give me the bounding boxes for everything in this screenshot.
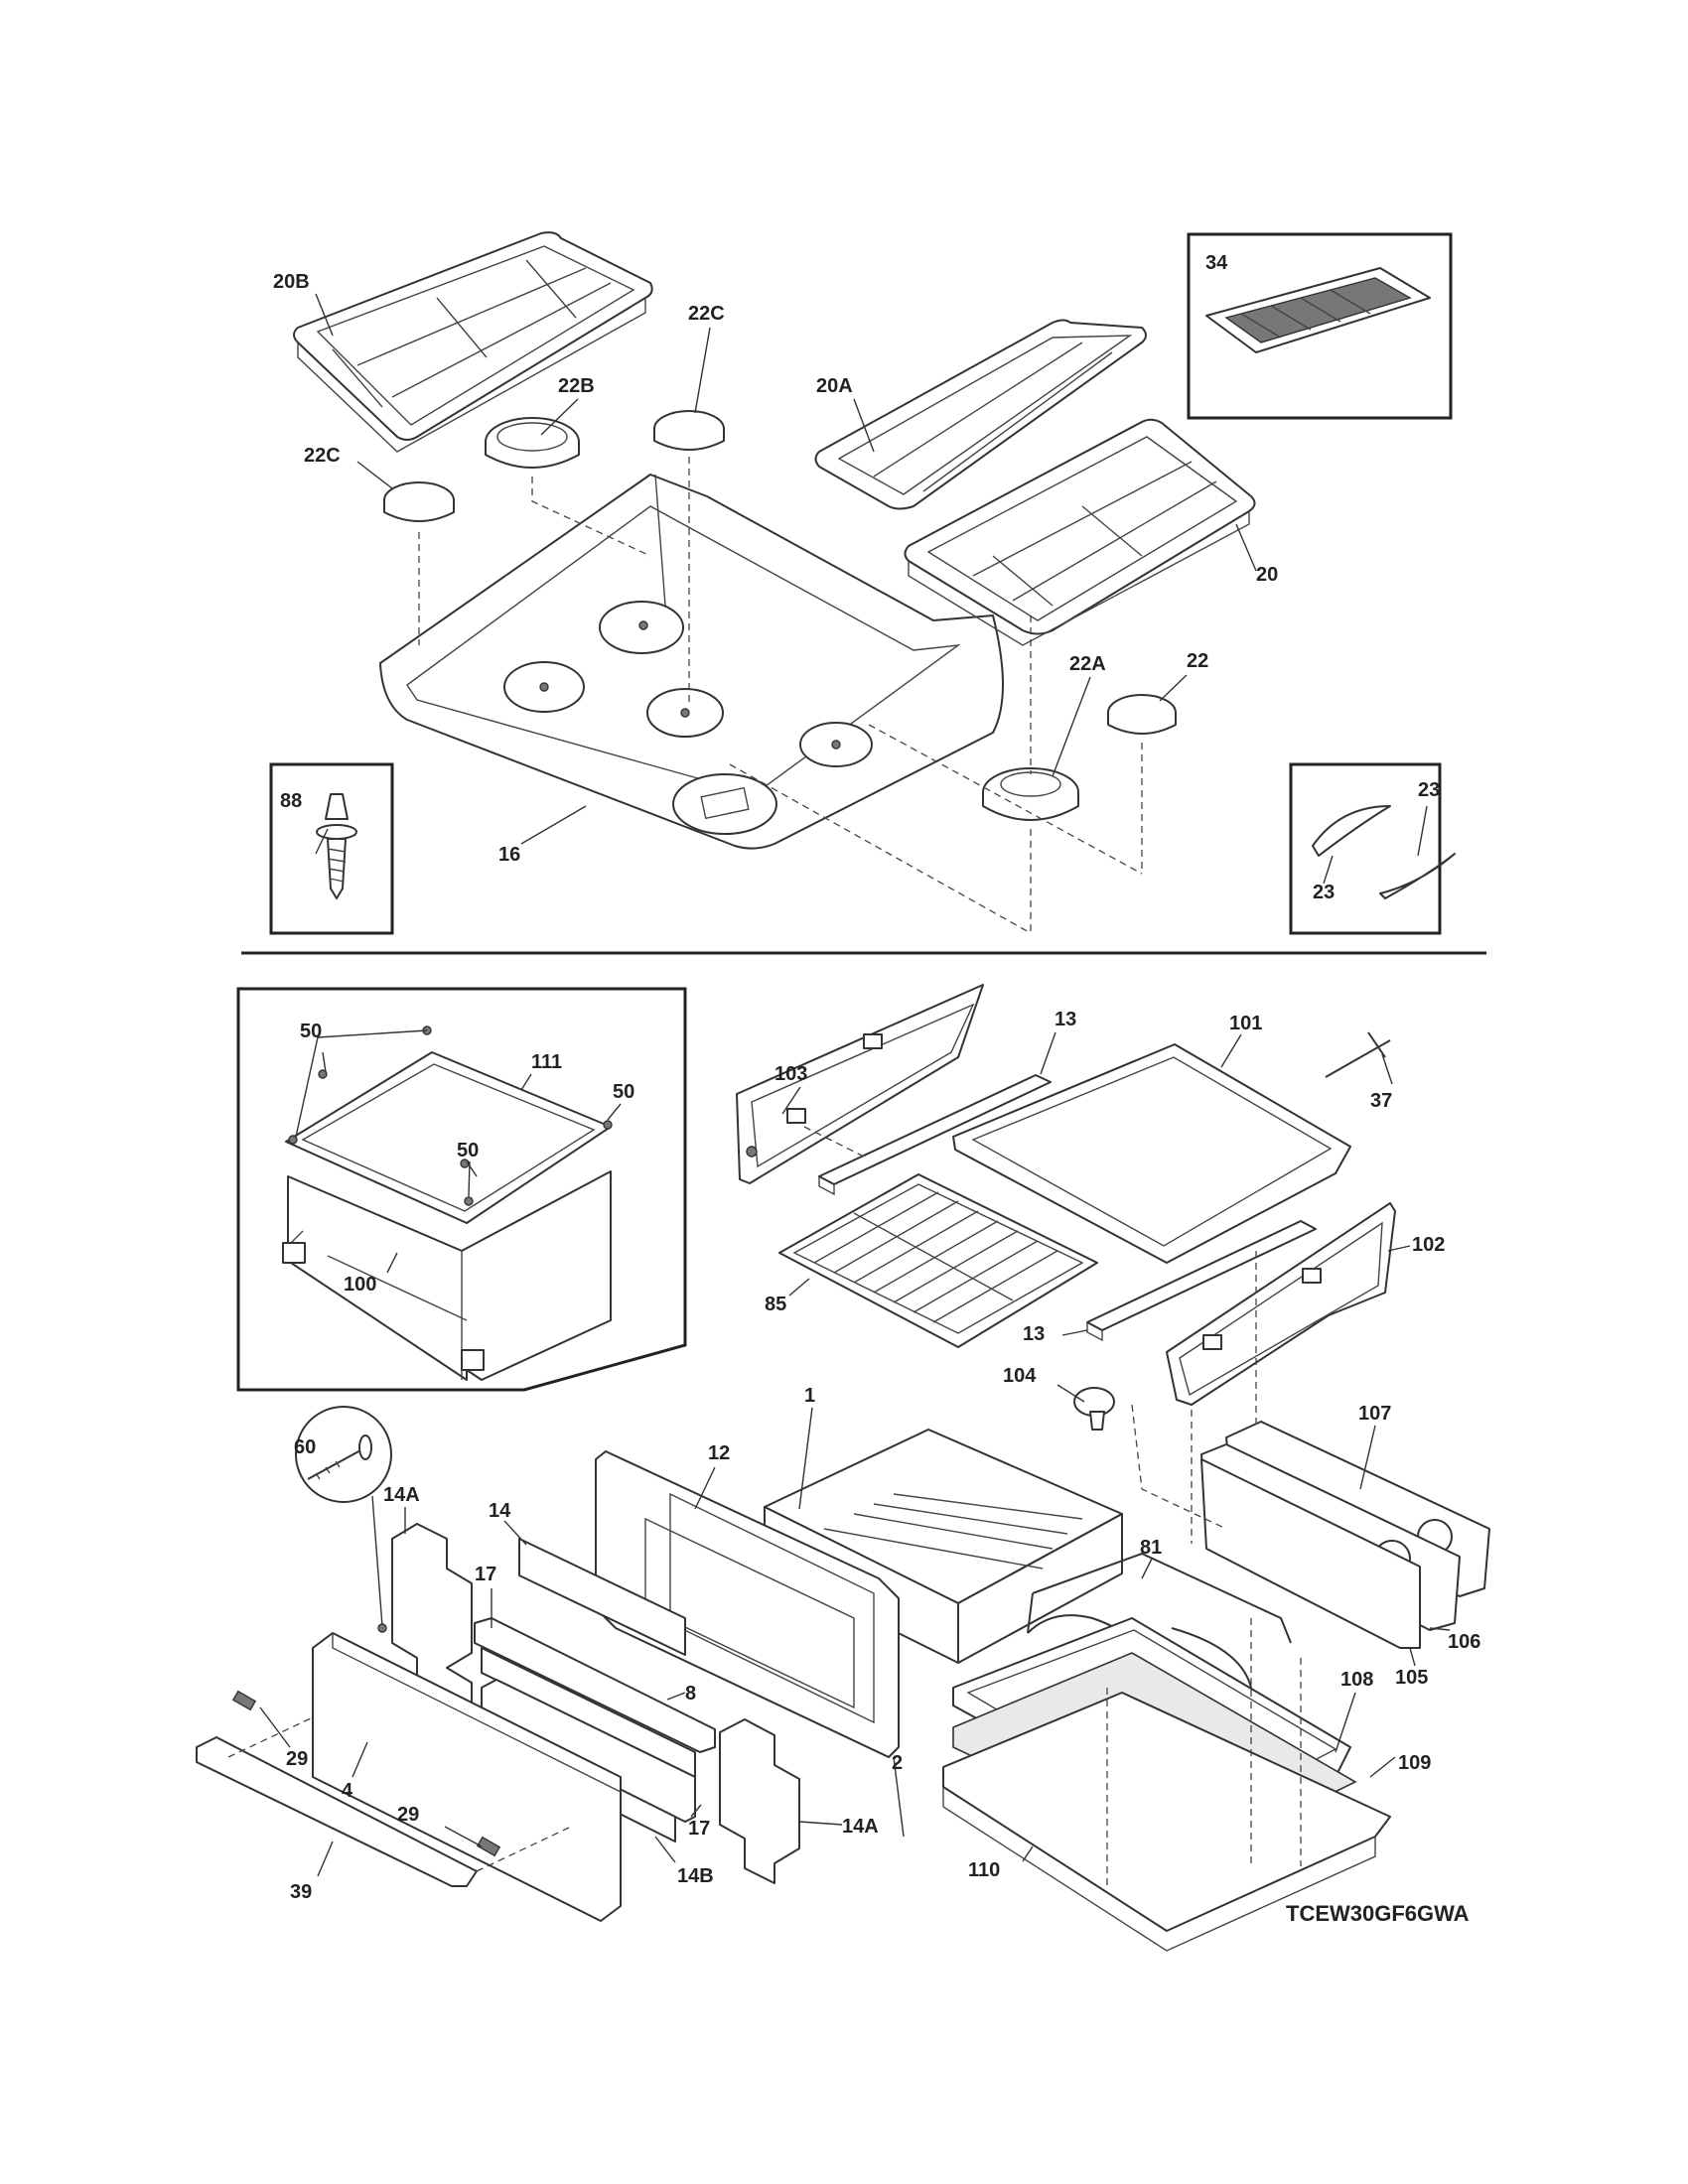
callout-101: 101: [1229, 1013, 1262, 1034]
part-37-sensor: [1325, 1031, 1391, 1078]
callout-37: 37: [1370, 1090, 1392, 1112]
callout-20A: 20A: [816, 375, 853, 397]
leader-lines-box: [295, 1029, 622, 1274]
callout-13-top: 13: [1055, 1009, 1076, 1030]
callout-12: 12: [708, 1442, 730, 1464]
inset-box-88: [269, 762, 394, 935]
part-34-griddle: [1205, 267, 1431, 353]
part-4-door-panel: [312, 1632, 622, 1922]
part-20-grate: [904, 418, 1256, 646]
callout-108: 108: [1340, 1669, 1373, 1691]
part-22-burner-cap: [1107, 694, 1177, 735]
part-20A-grate: [814, 319, 1147, 510]
callout-50-right: 50: [613, 1081, 634, 1103]
callout-100: 100: [344, 1274, 376, 1296]
part-110-bottom-cover: [942, 1692, 1391, 1952]
inset-box-34: [1187, 232, 1453, 420]
part-14A-insulation-top: [391, 1523, 473, 1713]
part-60-screw-detail: [295, 1406, 392, 1633]
callout-88: 88: [280, 790, 302, 812]
callout-14A-bottom: 14A: [842, 1816, 879, 1838]
callout-39: 39: [290, 1881, 312, 1903]
callout-22B: 22B: [558, 375, 595, 397]
callout-4: 4: [342, 1780, 353, 1802]
callout-109: 109: [1398, 1752, 1431, 1774]
callout-110: 110: [968, 1859, 1000, 1881]
callout-111: 111: [531, 1051, 562, 1073]
callout-22: 22: [1187, 650, 1208, 672]
leader-lines-bottom: [259, 1031, 1451, 1877]
callout-106: 106: [1448, 1631, 1480, 1653]
callout-22A: 22A: [1069, 653, 1106, 675]
callout-2: 2: [892, 1752, 903, 1774]
callout-17-bottom: 17: [688, 1818, 710, 1840]
part-104-oven-light: [1073, 1387, 1115, 1431]
part-12-gasket: [669, 1492, 875, 1724]
part-13-rail-top: [818, 1074, 1052, 1196]
callout-104: 104: [1003, 1365, 1037, 1387]
callout-17-top: 17: [475, 1564, 496, 1585]
callout-14A-top: 14A: [383, 1484, 420, 1506]
part-100-drawer-body: [282, 1170, 612, 1381]
callout-labels: 20B 22B 22C 22C 20A 20 22A 22 16 34 88 2…: [273, 252, 1480, 1926]
callout-16: 16: [498, 844, 520, 866]
part-102-side-panel: [1166, 1202, 1396, 1406]
inset-box-100: [236, 987, 687, 1392]
callout-22C-top: 22C: [688, 303, 725, 325]
alignment-lines-top: [418, 457, 1143, 934]
callout-14: 14: [489, 1500, 511, 1522]
cooktop-section: [269, 231, 1456, 935]
callout-102: 102: [1412, 1234, 1445, 1256]
callout-20: 20: [1256, 564, 1278, 586]
callout-22C-left: 22C: [304, 445, 341, 467]
callout-107: 107: [1358, 1403, 1391, 1425]
part-22C-burner-cap-left: [383, 481, 455, 522]
callout-105: 105: [1395, 1667, 1428, 1689]
oven-section: [196, 984, 1490, 1952]
part-103-side-panel: [736, 984, 984, 1184]
part-22B-burner-cap: [485, 417, 580, 469]
model-number: TCEW30GF6GWA: [1286, 1901, 1470, 1926]
callout-34: 34: [1205, 252, 1228, 274]
callout-103: 103: [774, 1063, 807, 1085]
part-22C-burner-cap-top: [653, 410, 725, 451]
callout-50-mid: 50: [457, 1140, 479, 1161]
callout-1: 1: [804, 1385, 815, 1407]
callout-85: 85: [765, 1294, 786, 1315]
part-29-handle-mounts: [231, 1690, 501, 1857]
part-14A-insulation-bottom: [719, 1718, 800, 1884]
alignment-lines-bottom: [227, 1126, 1302, 1886]
callout-29-bottom: 29: [397, 1804, 419, 1826]
part-13-rail-bottom: [1086, 1220, 1317, 1342]
leader-lines-top: [315, 293, 1428, 885]
callout-50-top: 50: [300, 1021, 322, 1042]
callout-14B: 14B: [677, 1865, 714, 1887]
callout-23-top: 23: [1418, 779, 1440, 801]
callout-13-bottom: 13: [1023, 1323, 1045, 1345]
callout-23-bottom: 23: [1313, 882, 1335, 903]
inset-box-23: [1289, 762, 1442, 935]
part-20B-grate: [293, 231, 653, 453]
callout-81: 81: [1140, 1537, 1162, 1559]
part-14-insulation: [518, 1538, 686, 1656]
part-23-clips: [1312, 805, 1456, 899]
part-88-screw: [316, 793, 357, 899]
part-16-cooktop: [379, 474, 1004, 850]
part-39-door-handle: [196, 1736, 478, 1887]
callout-20B: 20B: [273, 271, 310, 293]
callout-8: 8: [685, 1683, 696, 1705]
part-22A-burner-base: [982, 767, 1079, 821]
part-85-oven-rack: [778, 1173, 1098, 1348]
callout-29-left: 29: [286, 1748, 308, 1770]
callout-60: 60: [294, 1436, 316, 1458]
part-101-oven-top: [952, 1043, 1351, 1264]
